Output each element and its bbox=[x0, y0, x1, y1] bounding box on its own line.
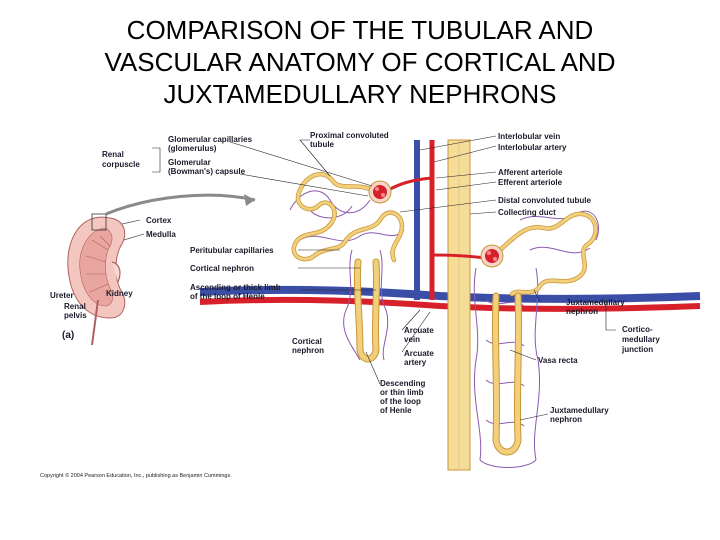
label-glomerular-capsule-2: (Bowman's) capsule bbox=[168, 167, 246, 176]
label-renal-pelvis-1: Renal bbox=[64, 302, 86, 311]
label-jm-nephron-1: Juxtamedullary bbox=[566, 298, 625, 307]
label-collecting-duct: Collecting duct bbox=[498, 208, 556, 217]
label-distal-convoluted-tubule: Distal convoluted tubule bbox=[498, 196, 591, 205]
label-renal-pelvis-2: pelvis bbox=[64, 311, 87, 320]
label-glomerular-capillaries-2: (glomerulus) bbox=[168, 144, 217, 153]
label-efferent-arteriole: Efferent arteriole bbox=[498, 178, 563, 187]
label-panel-a: (a) bbox=[62, 330, 74, 341]
label-renal-corpuscle-1: Renal bbox=[102, 150, 124, 159]
label-ascending-limb-1: Ascending or thick limb bbox=[190, 283, 281, 292]
page-title: COMPARISON OF THE TUBULAR AND VASCULAR A… bbox=[0, 14, 720, 110]
label-cortical-nephron-2-1: Cortical bbox=[292, 337, 322, 346]
label-cortical-nephron-2-2: nephron bbox=[292, 346, 324, 355]
label-arcuate-vein-2: vein bbox=[404, 335, 420, 344]
afferent-arteriole bbox=[387, 176, 433, 192]
title-line-1: COMPARISON OF THE TUBULAR AND bbox=[126, 15, 594, 45]
label-arcuate-artery-2: artery bbox=[404, 358, 427, 367]
cortical-nephron bbox=[289, 171, 405, 363]
label-renal-corpuscle-2: corpuscle bbox=[102, 160, 140, 169]
label-jm-nephron-b-2: nephron bbox=[550, 415, 582, 424]
label-arcuate-vein-1: Arcuate bbox=[404, 326, 434, 335]
label-descending-limb-1: Descending bbox=[380, 379, 425, 388]
arcuate-artery bbox=[199, 296, 701, 312]
leader-lines bbox=[121, 135, 616, 421]
label-interlobular-artery: Interlobular artery bbox=[498, 143, 567, 152]
copyright-credit: Copyright © 2004 Pearson Education, Inc.… bbox=[40, 472, 232, 479]
label-interlobular-vein: Interlobular vein bbox=[498, 132, 560, 141]
label-glomerular-capillaries-1: Glomerular capillaries bbox=[168, 135, 253, 144]
label-descending-limb-2: or thin limb bbox=[380, 388, 424, 397]
label-medulla: Medulla bbox=[146, 230, 176, 239]
label-ureter: Ureter bbox=[50, 291, 74, 300]
label-afferent-arteriole: Afferent arteriole bbox=[498, 168, 563, 177]
label-jm-nephron-b-1: Juxtamedullary bbox=[550, 406, 609, 415]
label-cortical-nephron: Cortical nephron bbox=[190, 264, 254, 273]
label-corticomedullary-1: Cortico- bbox=[622, 325, 653, 334]
label-kidney: Kidney bbox=[106, 289, 133, 298]
label-corticomedullary-3: junction bbox=[621, 345, 653, 354]
label-descending-limb-3: of the loop bbox=[380, 397, 421, 406]
label-peritubular-capillaries: Peritubular capillaries bbox=[190, 246, 274, 255]
label-ascending-limb-2: of the loop of Henle bbox=[190, 292, 265, 301]
label-corticomedullary-2: medullary bbox=[622, 335, 660, 344]
kidney-inset bbox=[67, 193, 256, 346]
label-jm-nephron-2: nephron bbox=[566, 307, 598, 316]
juxtamedullary-nephron bbox=[473, 210, 599, 468]
label-glomerular-capsule-1: Glomerular bbox=[168, 158, 211, 167]
label-descending-limb-4: of Henle bbox=[380, 406, 412, 415]
label-arcuate-artery-1: Arcuate bbox=[404, 349, 434, 358]
labels: Renal corpuscle Glomerular capillaries (… bbox=[40, 131, 660, 479]
label-pct-2: tubule bbox=[310, 140, 335, 149]
arcuate-vessels bbox=[199, 285, 701, 312]
label-cortex: Cortex bbox=[146, 216, 172, 225]
title-line-3: JUXTAMEDULLARY NEPHRONS bbox=[163, 79, 557, 109]
label-vasa-recta: Vasa recta bbox=[538, 356, 578, 365]
label-pct-1: Proximal convoluted bbox=[310, 131, 389, 140]
title-line-2: VASCULAR ANATOMY OF CORTICAL AND bbox=[104, 47, 616, 77]
arcuate-vein bbox=[199, 285, 701, 303]
